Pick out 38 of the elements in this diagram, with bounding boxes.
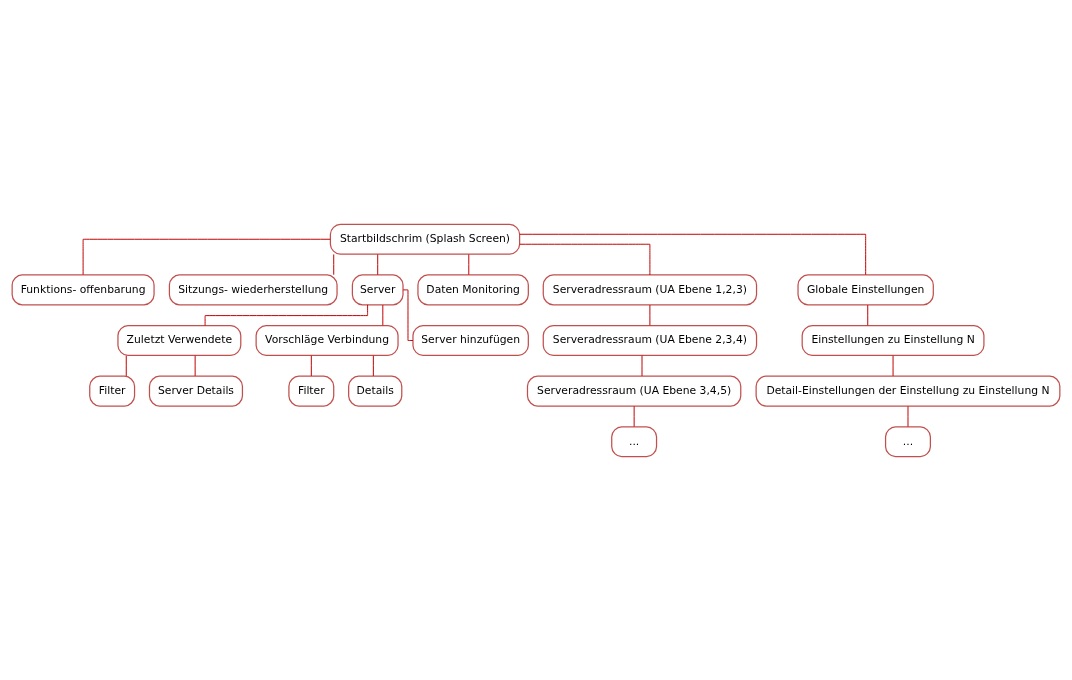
node-box: ... (611, 425, 658, 457)
node-box: Startbildschrim (Splash Screen) (329, 223, 521, 255)
connector (82, 238, 331, 275)
connector (372, 354, 374, 376)
node-box: Filter (288, 375, 335, 407)
node-box: Globale Einstellungen (797, 273, 934, 305)
node-box: Serveradressraum (UA Ebene 1,2,3) (542, 273, 758, 305)
node-box: Server hinzufügen (412, 324, 529, 356)
connector (519, 243, 651, 275)
connector (649, 304, 651, 326)
node-box: ... (884, 425, 931, 457)
connector (382, 304, 384, 326)
node-box: Einstellungen zu Einstellung N (801, 324, 985, 356)
node-box: Server (351, 273, 404, 305)
connector (633, 405, 635, 427)
node-box: Funktions- offenbarung (11, 273, 155, 305)
connector (333, 253, 335, 275)
connector (867, 304, 869, 326)
node-box: Server Details (148, 375, 244, 407)
connector (641, 354, 643, 376)
connector (310, 354, 312, 376)
node-box: Serveradressraum (UA Ebene 2,3,4) (542, 324, 758, 356)
connector (468, 253, 470, 275)
node-box: Filter (89, 375, 136, 407)
connector (125, 354, 127, 376)
connector (907, 405, 909, 427)
connector (377, 253, 379, 275)
node-box: Sitzungs- wiederherstellung (168, 273, 338, 305)
node-box: Vorschläge Verbindung (255, 324, 399, 356)
node-box: Details (348, 375, 403, 407)
node-box: Serveradressraum (UA Ebene 3,4,5) (526, 375, 742, 407)
node-box: Detail-Einstellungen der Einstellung zu Einstellung N (755, 375, 1061, 407)
node-box: Daten Monitoring (417, 273, 529, 305)
connector (892, 354, 894, 376)
connector (204, 303, 369, 326)
connector (194, 354, 196, 376)
connector (519, 233, 867, 275)
node-box: Zuletzt Verwendete (117, 324, 242, 356)
